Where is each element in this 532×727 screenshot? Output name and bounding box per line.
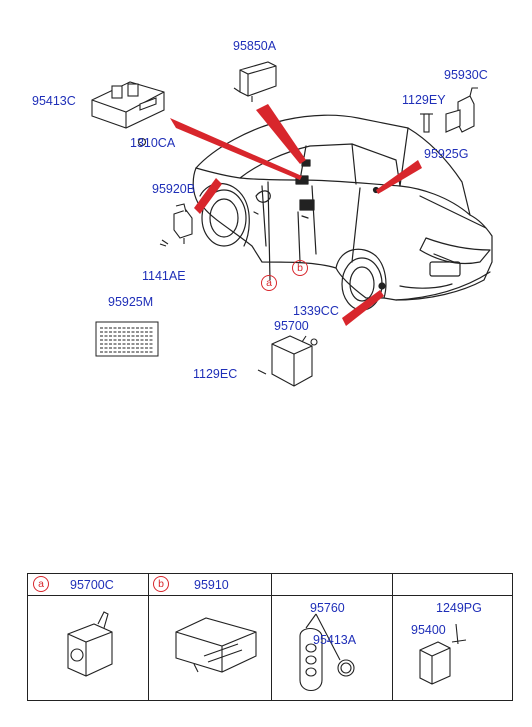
part-label-1129EC[interactable]: 1129EC	[193, 367, 238, 381]
module-95413C-drawing	[91, 81, 165, 147]
callout-b: b	[292, 260, 308, 276]
table-part-95413A[interactable]: 95413A	[313, 633, 357, 647]
module-95700-drawing	[257, 335, 318, 387]
module-95850A-drawing	[233, 61, 277, 102]
parts-table: a 95700C b 95910 95760 95413A 1249PG 954…	[27, 573, 513, 701]
table-column-divider-1	[148, 574, 149, 700]
part-label-1339CC[interactable]: 1339CC	[293, 304, 339, 318]
airbag-module-95910-drawing	[175, 617, 257, 673]
callout-a: a	[261, 275, 277, 291]
switch-95920B-drawing	[159, 203, 193, 247]
part-label-95930C[interactable]: 95930C	[444, 68, 488, 82]
key-fob-95760-drawing	[299, 613, 355, 692]
pointer-95920B	[194, 178, 222, 214]
pointer-95700	[342, 290, 384, 326]
table-header-divider	[28, 595, 512, 596]
part-label-95925G[interactable]: 95925G	[424, 147, 469, 161]
table-column-divider-2	[271, 574, 272, 700]
part-label-95925M[interactable]: 95925M	[108, 295, 154, 309]
table-part-95400[interactable]: 95400	[411, 623, 446, 637]
module-95400-drawing	[419, 623, 467, 685]
car-illustration	[192, 114, 493, 311]
module-95700C-drawing	[67, 611, 113, 677]
part-label-95850A[interactable]: 95850A	[233, 39, 277, 53]
label-95925M-drawing	[95, 321, 159, 357]
sensor-95930C-drawing	[420, 87, 478, 133]
pointer-95925G	[376, 160, 422, 194]
table-part-95910[interactable]: 95910	[194, 578, 229, 592]
table-part-1249PG[interactable]: 1249PG	[436, 601, 482, 615]
table-part-95760[interactable]: 95760	[310, 601, 345, 615]
table-part-95700C[interactable]: 95700C	[70, 578, 114, 592]
part-label-95700[interactable]: 95700	[274, 319, 309, 333]
part-label-95413C[interactable]: 95413C	[32, 94, 76, 108]
part-label-95920B[interactable]: 95920B	[152, 182, 196, 196]
table-marker-a: a	[33, 576, 49, 592]
pointer-95413C	[170, 118, 302, 180]
part-label-1310CA[interactable]: 1310CA	[130, 136, 176, 150]
pointer-arrows	[170, 104, 422, 326]
table-marker-b: b	[153, 576, 169, 592]
part-label-1141AE[interactable]: 1141AE	[142, 269, 186, 283]
pointer-95850A	[256, 104, 306, 164]
part-label-1129EY[interactable]: 1129EY	[402, 93, 446, 107]
table-column-divider-3	[392, 574, 393, 700]
